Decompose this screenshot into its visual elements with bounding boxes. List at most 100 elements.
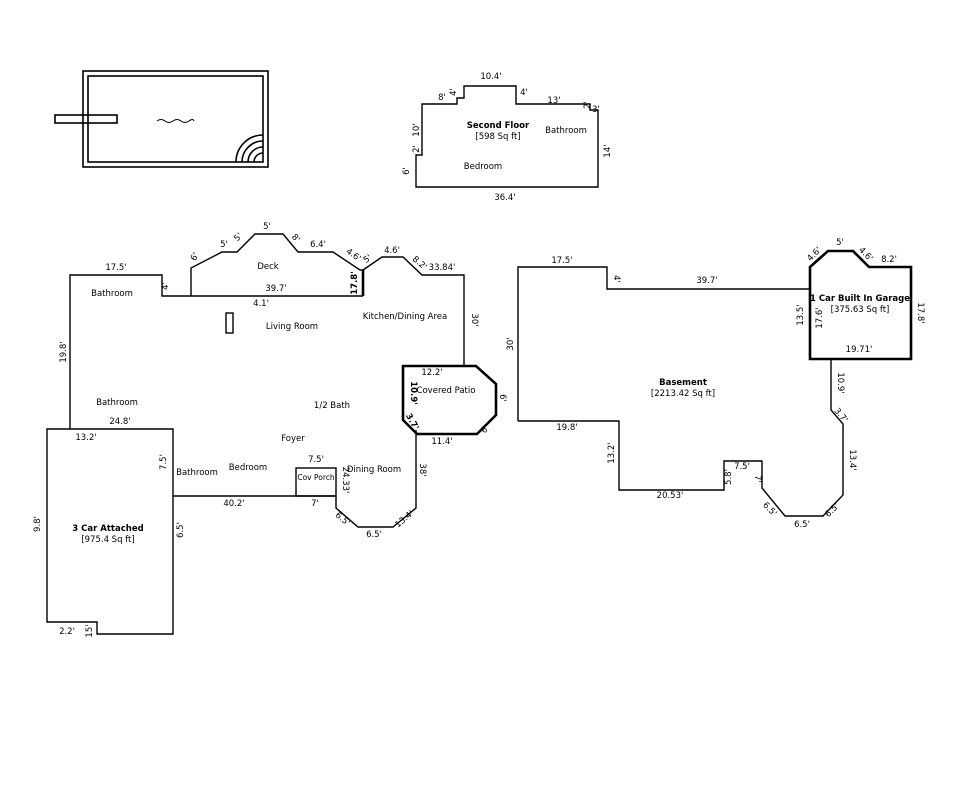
dim-label: 14' bbox=[603, 144, 613, 157]
room-label-covered-porch: Cov Porch bbox=[297, 473, 335, 482]
dining-room-bay bbox=[335, 430, 417, 528]
dim-label: 13.2' bbox=[75, 433, 96, 443]
builtin-garage-area: [375.63 Sq ft] bbox=[831, 305, 890, 315]
pool-steps-arc-3 bbox=[247, 146, 264, 163]
dim-label: 33.84' bbox=[429, 263, 456, 273]
pool-outer-edge bbox=[82, 70, 269, 168]
room-label-bedroom: Bedroom bbox=[464, 162, 502, 172]
dim-label: 13.5' bbox=[796, 304, 806, 325]
dim-label: 5.8' bbox=[724, 469, 734, 485]
dim-label: 11.4' bbox=[431, 437, 452, 447]
dim-label: 3' bbox=[592, 105, 600, 115]
second-floor-area: [598 Sq ft] bbox=[475, 132, 520, 142]
dim-label: 36.4' bbox=[494, 193, 515, 203]
dim-label: 10.9' bbox=[835, 372, 845, 393]
second-floor-plan: 10.4' 8' 4' 4' 13' 2' 3' 10' 2' 6' 14' 3… bbox=[402, 72, 613, 203]
dim-label: 5' bbox=[263, 222, 271, 232]
dim-label: 2' bbox=[412, 145, 422, 153]
dim-label: 7.5' bbox=[308, 455, 324, 465]
attached-garage-area: [975.4 Sq ft] bbox=[81, 535, 134, 545]
builtin-garage-outline bbox=[808, 249, 913, 361]
water-wave-icon bbox=[156, 119, 195, 123]
room-label-covered-patio: Covered Patio bbox=[417, 386, 476, 396]
dim-label: 17.8' bbox=[915, 302, 925, 323]
basement-outline-top bbox=[517, 266, 810, 421]
main-floor-plan: 17.5' 4' 6' 5' 5' 5' 8' 6.4' 4.6' 5' 4.6… bbox=[33, 222, 507, 638]
dim-label: 19.8' bbox=[59, 341, 69, 362]
room-label-bathroom: Bathroom bbox=[545, 126, 587, 136]
dim-label: 6.5' bbox=[366, 530, 382, 540]
dim-label: 6' bbox=[402, 167, 412, 175]
dim-label: 6.4' bbox=[310, 240, 326, 250]
room-label-bathroom: Bathroom bbox=[176, 468, 218, 478]
dim-label: 19.71' bbox=[846, 345, 873, 355]
dim-label: 13' bbox=[547, 96, 560, 106]
dim-label: 4.6' bbox=[805, 245, 823, 263]
attached-garage-title: 3 Car Attached bbox=[72, 524, 143, 534]
pool-steps-arc-4 bbox=[253, 152, 264, 163]
room-label-bathroom: Bathroom bbox=[91, 289, 133, 299]
dim-label: 13.4' bbox=[847, 449, 857, 470]
dim-label: 7' bbox=[311, 499, 319, 509]
dim-label: 40.2' bbox=[223, 499, 244, 509]
dim-label: 6.5' bbox=[760, 500, 778, 518]
pool bbox=[54, 70, 269, 168]
covered-porch-box bbox=[295, 467, 337, 497]
dim-label: 13.2' bbox=[607, 442, 617, 463]
dim-label: 30' bbox=[506, 337, 516, 350]
dim-label: 17.8' bbox=[350, 271, 360, 295]
dim-label: 2.2' bbox=[59, 627, 75, 637]
attached-garage-plan: 3 Car Attached [975.4 Sq ft] bbox=[46, 428, 174, 635]
room-label-bathroom: Bathroom bbox=[96, 398, 138, 408]
room-label-half-bath: 1/2 Bath bbox=[314, 401, 350, 411]
pool-steps-arc-1 bbox=[235, 134, 264, 163]
dim-label: 10.4' bbox=[480, 72, 501, 82]
diving-board bbox=[54, 114, 118, 124]
dim-label: 10' bbox=[412, 123, 422, 136]
dim-label: 19.8' bbox=[556, 423, 577, 433]
dim-label: 24.8' bbox=[109, 417, 130, 427]
dim-label: 24.33' bbox=[340, 467, 350, 494]
dim-label: 10.9' bbox=[408, 381, 418, 405]
dim-label: 5' bbox=[220, 240, 228, 250]
dim-label: 4.1' bbox=[253, 299, 269, 309]
attached-garage-outline bbox=[46, 428, 174, 635]
covered-patio-outline bbox=[401, 364, 498, 436]
dim-label: 8' bbox=[438, 93, 446, 103]
dim-label: 4' bbox=[520, 88, 528, 98]
dim-label: 6.5' bbox=[333, 511, 352, 529]
dim-label: 17.5' bbox=[105, 263, 126, 273]
dim-label: 7.5' bbox=[159, 454, 169, 470]
pool-inner-edge bbox=[87, 75, 264, 163]
pool-steps-arc-2 bbox=[241, 140, 264, 163]
dim-label: 4' bbox=[611, 275, 621, 283]
dim-label: 7.5' bbox=[734, 462, 750, 472]
fireplace-icon bbox=[225, 312, 234, 334]
basement-title: Basement bbox=[659, 378, 707, 388]
dim-label: 4' bbox=[161, 282, 171, 290]
room-label-deck: Deck bbox=[257, 262, 278, 272]
dim-label: 17.5' bbox=[551, 256, 572, 266]
basement-outline-bottom bbox=[518, 359, 844, 517]
room-label-bedroom: Bedroom bbox=[229, 463, 267, 473]
builtin-garage-plan: 4.6' 5' 4.6' 8.2' 17.6' 13.5' 17.8' 19.7… bbox=[796, 238, 925, 361]
dim-label: 12.2' bbox=[421, 368, 442, 378]
room-label-kitchen-dining: Kitchen/Dining Area bbox=[363, 312, 448, 322]
dim-label: 39.7' bbox=[265, 284, 286, 294]
room-label-living-room: Living Room bbox=[266, 322, 318, 332]
dim-label: 6.5' bbox=[823, 501, 841, 519]
dim-label: 39.7' bbox=[696, 276, 717, 286]
second-floor-outline bbox=[415, 85, 599, 188]
dim-label: 6' bbox=[497, 394, 507, 402]
dim-label: 5' bbox=[836, 238, 844, 248]
dim-label: 5' bbox=[232, 231, 245, 244]
dim-label: 6.5' bbox=[176, 522, 186, 538]
dim-label: 20.53' bbox=[657, 491, 684, 501]
dim-label: 15' bbox=[85, 624, 95, 637]
dim-label: 6' bbox=[189, 251, 202, 263]
basement-plan: 17.5' 4' 39.7' 30' 19.8' 13.2' 20.53' 5.… bbox=[506, 256, 857, 530]
dim-label: 4' bbox=[449, 88, 459, 96]
room-label-dining-room: Dining Room bbox=[347, 465, 401, 475]
